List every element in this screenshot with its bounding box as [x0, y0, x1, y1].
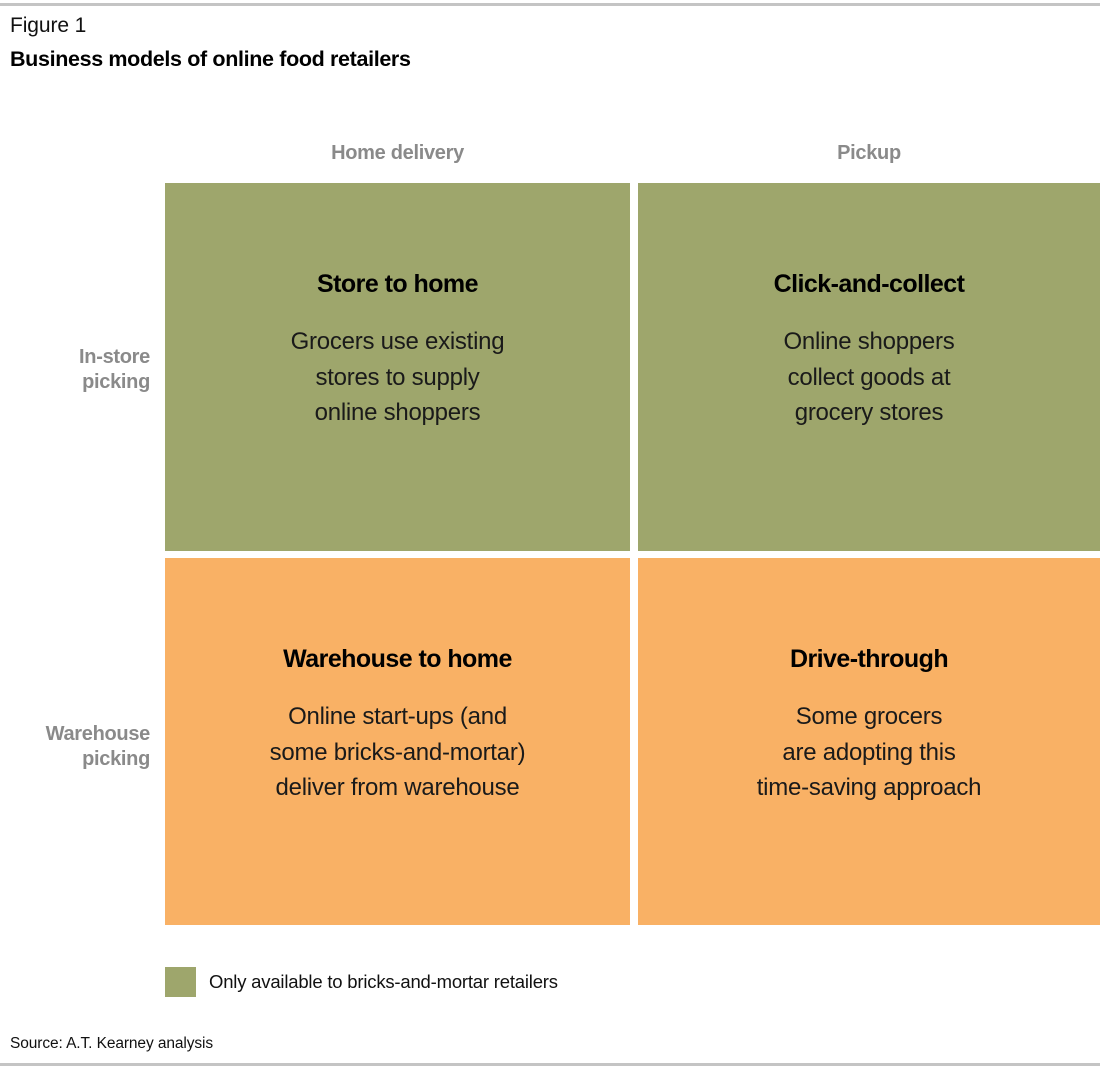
cell-body-line1: Grocers use existing	[290, 328, 505, 355]
matrix-cell-drive-through: Drive-through Some grocers are adopting …	[638, 558, 1100, 925]
column-header-home-delivery: Home delivery	[331, 142, 464, 164]
matrix-cell-store-to-home: Store to home Grocers use existing store…	[165, 183, 630, 551]
cell-body: Grocers use existing stores to supply on…	[165, 324, 630, 431]
cell-title: Click-and-collect	[773, 270, 965, 298]
bottom-divider	[0, 1063, 1100, 1066]
cell-body-line3: time-saving approach	[756, 774, 982, 801]
cell-body-line2: collect goods at	[787, 363, 951, 391]
column-header-pickup: Pickup	[837, 142, 901, 164]
cell-body-line2: some bricks-and-mortar)	[269, 738, 526, 766]
cell-body: Some grocers are adopting this time-savi…	[638, 699, 1100, 806]
cell-body-line3: deliver from warehouse	[275, 774, 520, 801]
matrix-cell-click-and-collect: Click-and-collect Online shoppers collec…	[638, 183, 1100, 551]
cell-body: Online start-ups (and some bricks-and-mo…	[165, 699, 630, 806]
source-note: Source: A.T. Kearney analysis	[10, 1035, 214, 1052]
legend-swatch-green	[165, 967, 196, 997]
cell-title: Drive-through	[789, 645, 949, 673]
row-label-line1: Warehouse	[45, 723, 151, 745]
cell-body-line2: are adopting this	[782, 738, 956, 766]
cell-body-line1: Online start-ups (and	[288, 703, 507, 730]
row-label-line2: picking	[82, 371, 150, 393]
figure-title: Business models of online food retailers	[10, 47, 411, 71]
cell-title: Warehouse to home	[283, 645, 512, 673]
row-label-line2: picking	[82, 748, 150, 770]
row-label-line1: In-store	[79, 346, 150, 368]
row-label-in-store-picking: In-store picking	[0, 345, 150, 395]
top-divider	[0, 3, 1100, 6]
cell-body-line1: Some grocers	[795, 703, 943, 730]
matrix-cell-warehouse-to-home: Warehouse to home Online start-ups (and …	[165, 558, 630, 925]
cell-body-line1: Online shoppers	[783, 328, 955, 355]
figure-label: Figure 1	[10, 14, 87, 37]
row-label-warehouse-picking: Warehouse picking	[0, 722, 151, 772]
cell-title: Store to home	[317, 270, 478, 298]
cell-body: Online shoppers collect goods at grocery…	[638, 324, 1100, 431]
legend: Only available to bricks-and-mortar reta…	[165, 967, 558, 997]
cell-body-line3: grocery stores	[794, 399, 944, 426]
legend-label: Only available to bricks-and-mortar reta…	[209, 971, 558, 992]
cell-body-line3: online shoppers	[314, 399, 481, 426]
cell-body-line2: stores to supply	[315, 363, 480, 391]
